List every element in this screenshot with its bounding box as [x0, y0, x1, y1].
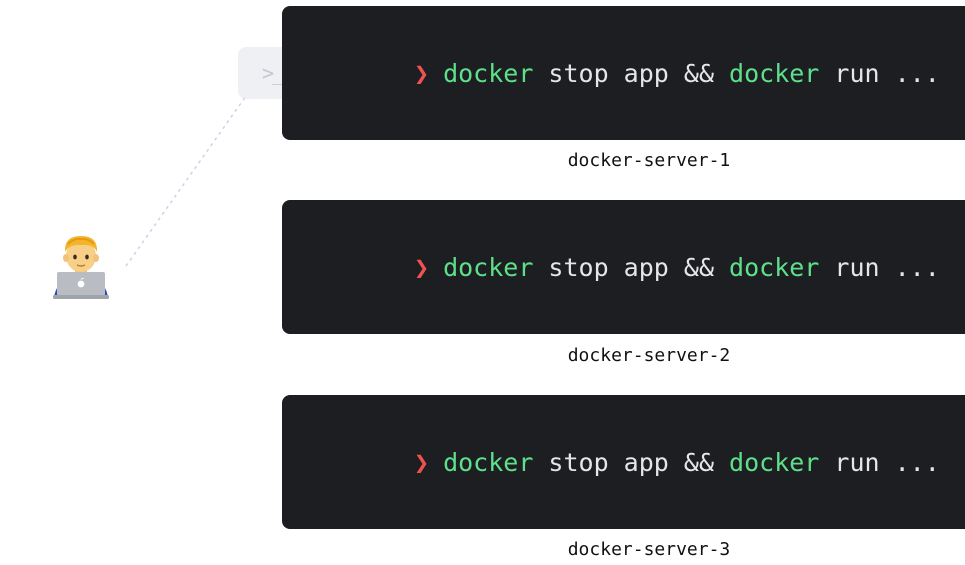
- server-name-label: docker-server-1: [567, 150, 731, 171]
- command-text: run ...: [819, 252, 940, 282]
- command-keyword: docker: [729, 447, 820, 477]
- prompt-chevron-icon: ❯: [414, 58, 430, 88]
- command-keyword: docker: [443, 447, 534, 477]
- server-name-label: docker-server-3: [567, 539, 731, 560]
- command-keyword: docker: [729, 58, 820, 88]
- terminal-server-2: ❯ docker stop app && docker run ...: [282, 200, 965, 334]
- developer-laptop-icon: [53, 236, 109, 299]
- terminal-server-1: ❯ docker stop app && docker run ...: [282, 6, 965, 140]
- command-text: run ...: [819, 447, 940, 477]
- terminal-server-3: ❯ docker stop app && docker run ...: [282, 395, 965, 529]
- prompt-chevron-icon: ❯: [414, 252, 430, 282]
- command-keyword: docker: [729, 252, 820, 282]
- command-keyword: docker: [443, 252, 534, 282]
- server-name-label: docker-server-2: [567, 345, 731, 366]
- command-text: stop app &&: [533, 252, 730, 282]
- command-keyword: docker: [443, 58, 534, 88]
- command-text: stop app &&: [533, 58, 730, 88]
- prompt-chevron-icon: ❯: [414, 447, 430, 477]
- command-text: stop app &&: [533, 447, 730, 477]
- command-text: run ...: [819, 58, 940, 88]
- terminal-prompt-icon: >_: [262, 61, 284, 85]
